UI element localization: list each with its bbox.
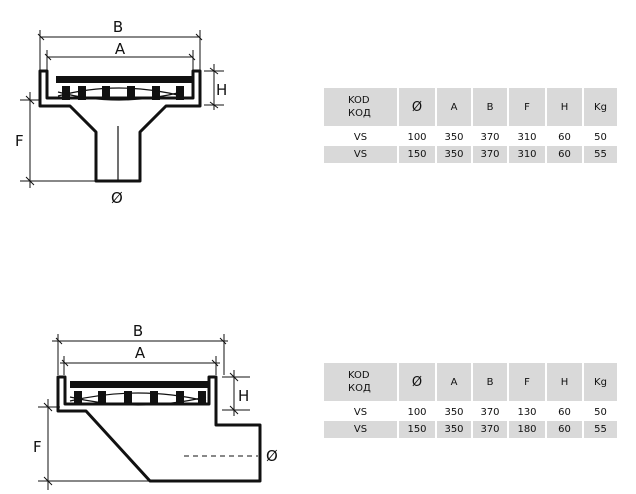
label-diameter-2: Ø (266, 447, 278, 465)
label-h-2: H (238, 387, 249, 405)
table-row: VS 150 350 370 310 60 55 (324, 146, 619, 163)
label-f-2: F (33, 438, 42, 456)
drain-body-2 (56, 375, 262, 483)
label-a-1: A (115, 40, 126, 58)
header-b: B (472, 363, 509, 401)
cell-kg: 55 (583, 421, 619, 438)
dimension-f-1 (20, 92, 96, 188)
label-diameter-1: Ø (111, 189, 123, 207)
cell-b: 370 (472, 146, 509, 163)
table-row: VS 150 350 370 180 60 55 (324, 421, 619, 438)
cell-h: 60 (546, 401, 584, 421)
header-f: F (508, 363, 547, 401)
cell-kg: 50 (583, 126, 619, 146)
table-row: VS 100 350 370 310 60 50 (324, 126, 619, 146)
cell-f: 180 (508, 421, 547, 438)
header-kg: Kg (583, 88, 619, 126)
cell-h: 60 (546, 421, 584, 438)
dimension-a-2 (60, 356, 220, 375)
dimension-f-2 (38, 399, 150, 490)
dimension-a-1 (44, 50, 196, 70)
cell-b: 370 (472, 126, 509, 146)
cell-code: VS (324, 421, 399, 438)
label-f-1: F (15, 132, 24, 150)
cell-f: 310 (508, 126, 547, 146)
cell-diameter: 100 (398, 126, 437, 146)
label-h-1: H (216, 81, 227, 99)
table-row: VS 100 350 370 130 60 50 (324, 401, 619, 421)
cell-kg: 55 (583, 146, 619, 163)
header-diameter: Ø (398, 88, 437, 126)
cell-diameter: 100 (398, 401, 437, 421)
cell-diameter: 150 (398, 421, 437, 438)
cell-a: 350 (436, 421, 473, 438)
cell-a: 350 (436, 126, 473, 146)
dimension-h-2 (222, 370, 250, 416)
header-a: A (436, 88, 473, 126)
dimension-h-1 (204, 64, 224, 110)
header-h: H (546, 363, 584, 401)
cell-code: VS (324, 146, 399, 163)
header-h: H (546, 88, 584, 126)
drain-body-1 (38, 69, 202, 183)
drain-vertical-drawing (20, 30, 224, 188)
cell-kg: 50 (583, 401, 619, 421)
label-b-2: B (133, 322, 143, 340)
cell-a: 350 (436, 146, 473, 163)
cell-h: 60 (546, 126, 584, 146)
cell-b: 370 (472, 401, 509, 421)
cell-f: 130 (508, 401, 547, 421)
cell-a: 350 (436, 401, 473, 421)
cell-b: 370 (472, 421, 509, 438)
cell-h: 60 (546, 146, 584, 163)
header-b: B (472, 88, 509, 126)
header-diameter: Ø (398, 363, 437, 401)
label-b-1: B (113, 18, 123, 36)
header-f: F (508, 88, 547, 126)
cell-diameter: 150 (398, 146, 437, 163)
cell-code: VS (324, 126, 399, 146)
cell-code: VS (324, 401, 399, 421)
dimension-b-1 (37, 30, 203, 70)
cell-f: 310 (508, 146, 547, 163)
dimension-b-2 (52, 334, 228, 375)
drain-side-drawing (38, 334, 262, 490)
label-a-2: A (135, 344, 146, 362)
header-a: A (436, 363, 473, 401)
header-kg: Kg (583, 363, 619, 401)
